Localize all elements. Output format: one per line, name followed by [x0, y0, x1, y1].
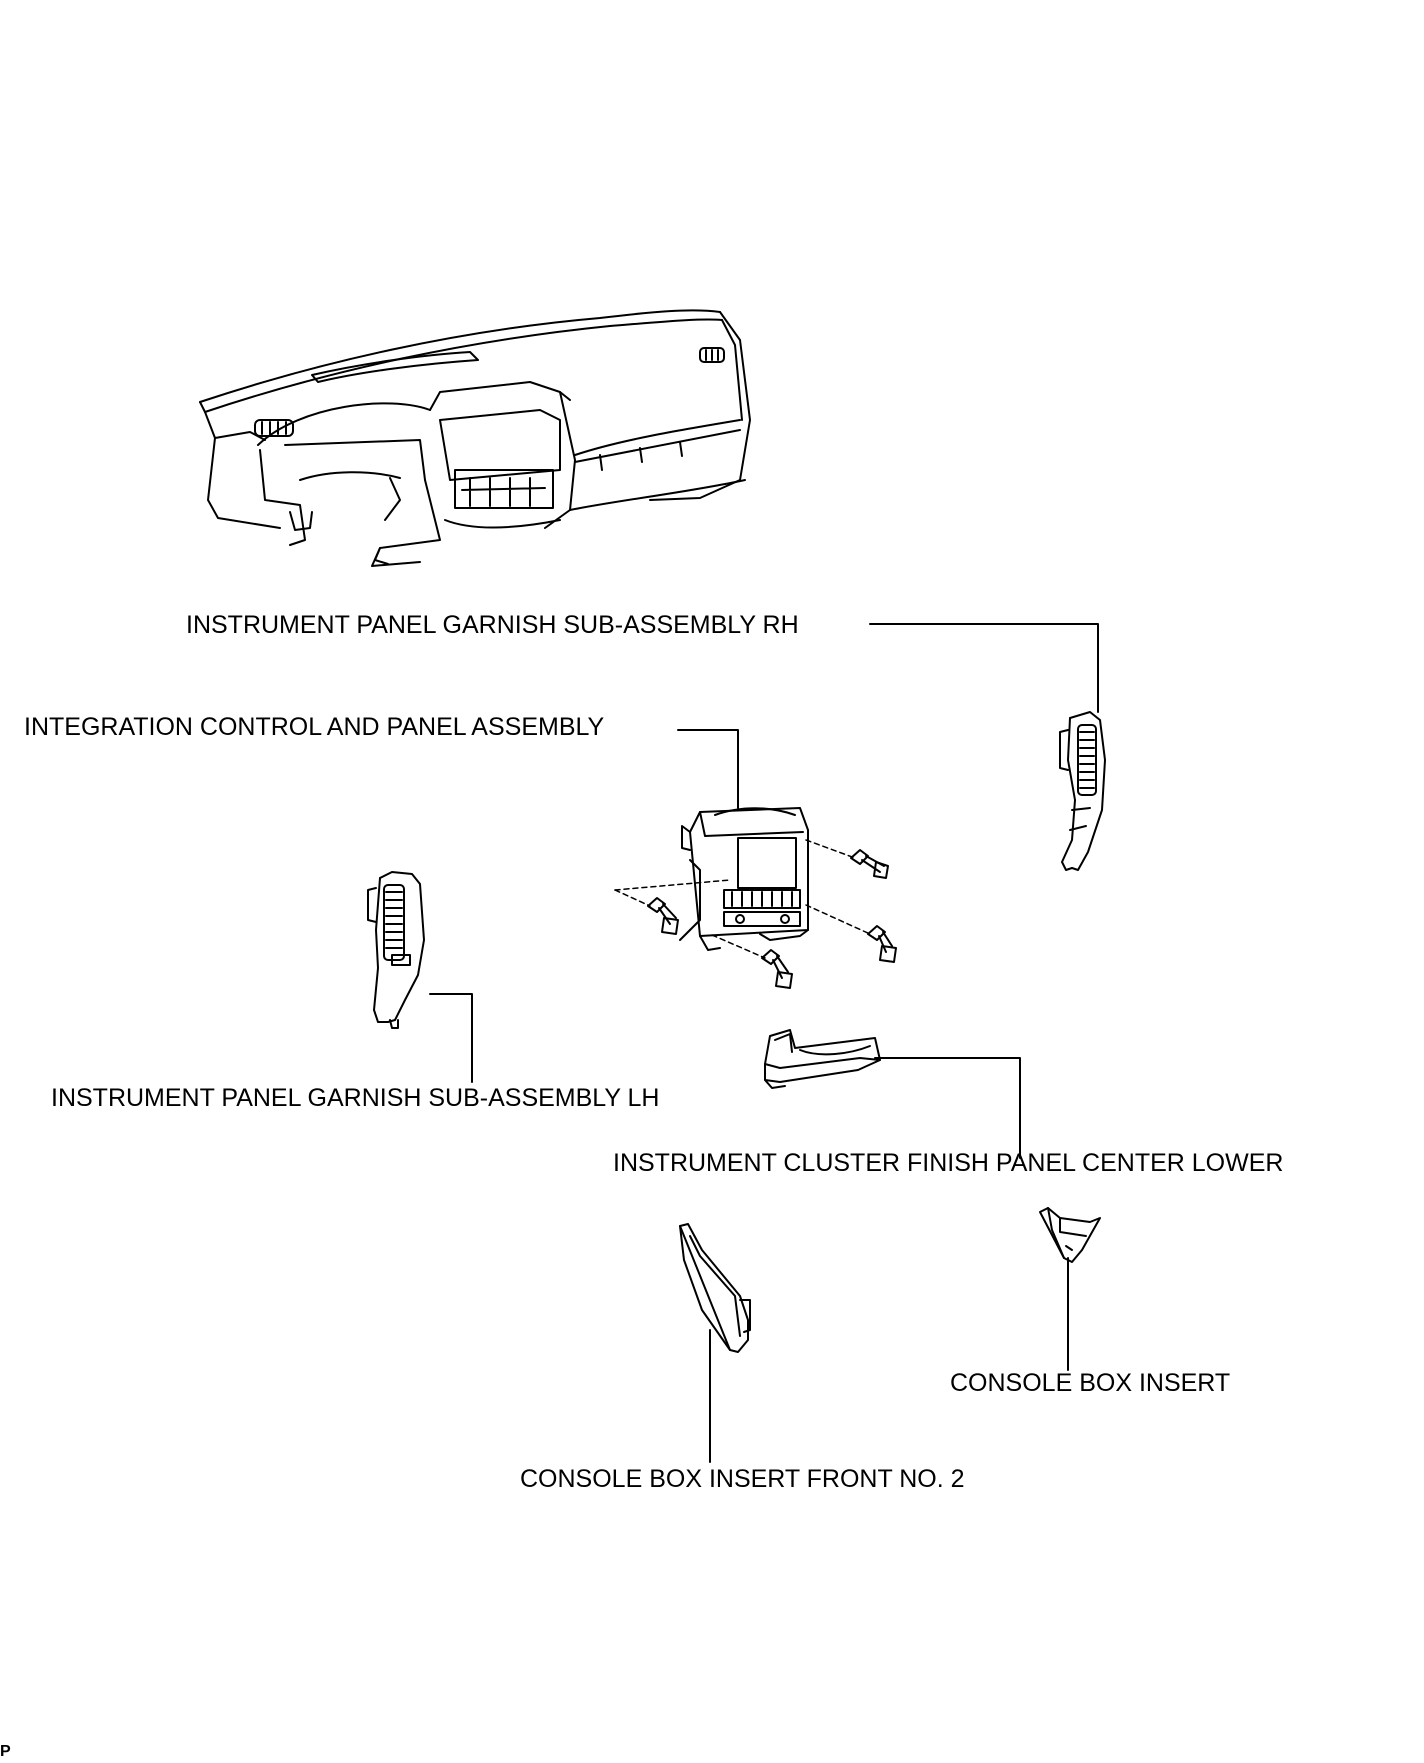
label-garnish-lh: INSTRUMENT PANEL GARNISH SUB-ASSEMBLY LH — [51, 1084, 660, 1112]
leader-lines — [429, 623, 1099, 1463]
garnish-rh-drawing — [1059, 711, 1106, 871]
integration-control-panel-drawing — [679, 807, 809, 951]
instrument-panel-drawing — [199, 309, 751, 567]
console-box-insert-drawing — [1039, 1207, 1101, 1263]
console-box-insert-front-drawing — [679, 1223, 751, 1353]
bolt-icon — [850, 849, 889, 879]
garnish-lh-drawing — [367, 871, 425, 1029]
corner-mark: P — [0, 1743, 11, 1760]
bolt-icon — [647, 897, 679, 935]
label-integration-control: INTEGRATION CONTROL AND PANEL ASSEMBLY — [24, 713, 605, 741]
bolt-icon — [761, 949, 793, 989]
label-cluster-finish-lower: INSTRUMENT CLUSTER FINISH PANEL CENTER L… — [613, 1149, 1284, 1177]
label-console-box-insert: CONSOLE BOX INSERT — [950, 1369, 1231, 1397]
cluster-finish-lower-drawing — [764, 1029, 881, 1089]
alignment-lines — [614, 839, 871, 959]
bolt-icon — [867, 925, 897, 963]
label-console-box-insert-front: CONSOLE BOX INSERT FRONT NO. 2 — [520, 1465, 965, 1493]
label-garnish-rh: INSTRUMENT PANEL GARNISH SUB-ASSEMBLY RH — [186, 611, 799, 639]
